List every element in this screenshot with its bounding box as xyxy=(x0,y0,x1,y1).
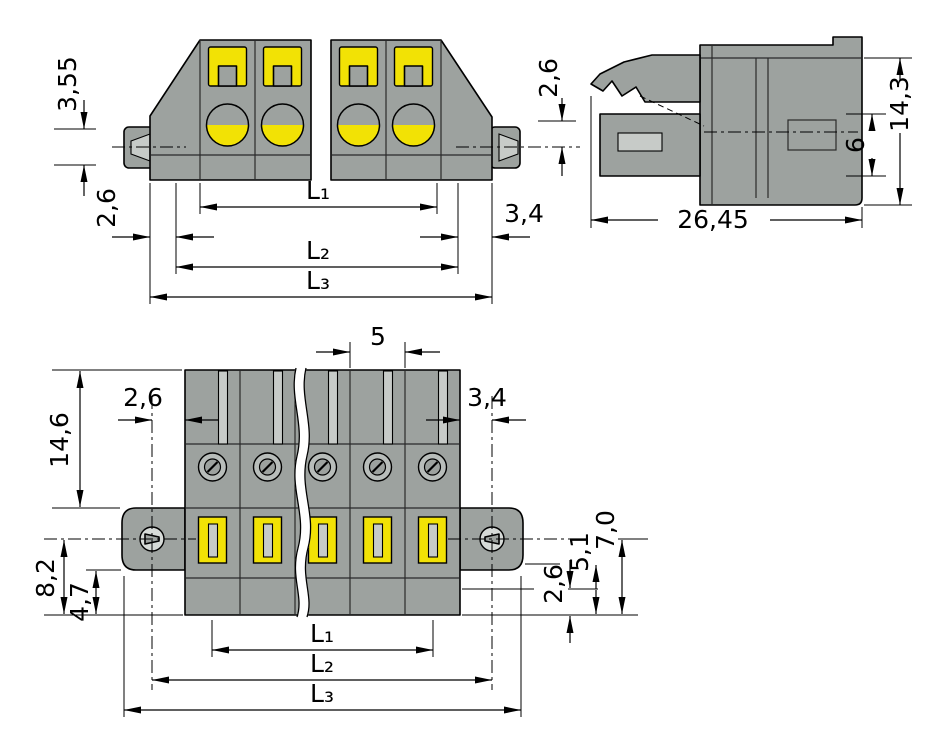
clamp-screws xyxy=(197,452,448,482)
dimension-l3-top: L₃ xyxy=(150,266,492,301)
dim-label-2-6-left-bottom: 2,6 xyxy=(123,383,163,412)
dim-label-3-4-top: 3,4 xyxy=(504,199,544,228)
dimension-l3-bottom: L₃ xyxy=(123,576,522,717)
dim-label-l1-top: L₁ xyxy=(306,176,330,205)
dim-label-l2-bottom: L₂ xyxy=(310,649,334,678)
dim-label-2-6-right-bottom: 2,6 xyxy=(539,564,568,604)
dimension-3-55: 3,55 xyxy=(53,56,96,196)
dim-label-5: 5 xyxy=(370,322,386,351)
dim-label-14-3: 14,3 xyxy=(885,76,914,132)
dim-label-7-0: 7,0 xyxy=(591,510,620,550)
test-windows xyxy=(197,516,448,564)
dim-label-3-55: 3,55 xyxy=(53,56,82,112)
dim-label-2-6-left-top: 2,6 xyxy=(92,188,121,228)
dim-label-8-2: 8,2 xyxy=(31,558,60,598)
dimension-14-6: 14,6 xyxy=(45,369,182,509)
dimension-2-6-left-top: 2,6 xyxy=(92,183,214,304)
dimension-l1-top: L₁ xyxy=(199,176,438,214)
dim-label-l1-bottom: L₁ xyxy=(310,619,334,648)
dimension-6: 6 xyxy=(841,113,886,177)
dim-label-26-45: 26,45 xyxy=(677,205,749,234)
dim-label-3-4-bottom: 3,4 xyxy=(467,383,507,412)
dimension-26-45: 26,45 xyxy=(590,96,863,234)
front-view-top: 3,55 2,6 2,6 3,4 xyxy=(53,39,580,304)
lever-slots xyxy=(217,370,449,445)
dimension-3-4-bottom: 3,4 xyxy=(426,383,526,424)
locking-lever xyxy=(590,54,701,103)
dimension-2-6-right-top: 2,6 xyxy=(534,58,576,176)
connector-body-bottom xyxy=(184,369,461,616)
dim-label-4-7: 4,7 xyxy=(65,582,94,622)
dimension-l1-bottom: L₁ xyxy=(211,619,434,657)
dim-label-14-6: 14,6 xyxy=(45,412,74,468)
dimension-4-7: 4,7 xyxy=(65,569,121,622)
dim-label-l3-bottom: L₃ xyxy=(310,679,334,708)
side-view: 26,45 14,3 6 xyxy=(590,36,914,234)
break-line xyxy=(293,366,312,619)
dim-label-l3-top: L₃ xyxy=(306,266,330,295)
pole-levers xyxy=(207,46,434,87)
dim-label-l2-top: L₂ xyxy=(306,236,330,265)
front-view-bottom: 5 2,6 3,4 14,6 8,2 xyxy=(31,322,648,717)
dimension-14-3: 14,3 xyxy=(864,57,914,206)
dimension-l2-bottom: L₂ xyxy=(152,649,492,684)
dimension-7-0: 7,0 xyxy=(591,510,648,614)
housing-profile xyxy=(699,36,863,206)
dimension-5-pitch: 5 xyxy=(316,322,440,368)
dim-label-6: 6 xyxy=(841,137,870,153)
wire-entry-openings xyxy=(205,103,436,147)
dimension-3-4-top: 3,4 xyxy=(420,183,544,304)
dimension-5-1: 5,1 xyxy=(525,532,600,614)
dimension-2-6-left-bottom: 2,6 xyxy=(118,383,219,424)
dimension-8-2: 8,2 xyxy=(31,540,183,616)
dimension-l2-top: L₂ xyxy=(176,236,458,271)
dim-label-2-6-right-top: 2,6 xyxy=(534,58,563,98)
dim-label-5-1: 5,1 xyxy=(565,532,594,572)
dimension-2-6-right-bottom: 2,6 xyxy=(462,560,638,643)
